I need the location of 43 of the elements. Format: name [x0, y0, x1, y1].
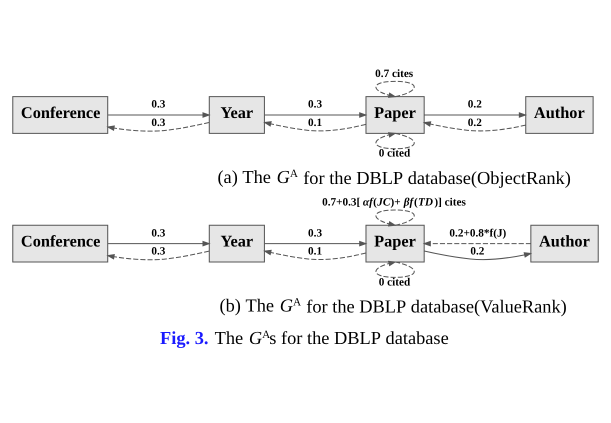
edge-label: 0.7 cites: [375, 68, 414, 80]
arrow: [108, 240, 211, 246]
edge-label: 0.2: [468, 116, 482, 129]
node-box: Paper: [365, 96, 425, 134]
node-box: Paper: [365, 224, 425, 262]
arrow: [424, 250, 532, 260]
edge-label: 0.3: [151, 98, 166, 110]
arrow: [376, 132, 415, 149]
node-box: Year: [208, 224, 265, 262]
arrow: [106, 250, 210, 260]
label: (a) The G$^{A}$ for the DBLP database(ObjectRank): [217, 166, 571, 188]
edge-label: 0.3: [151, 116, 166, 129]
arrow: [424, 112, 528, 118]
edge-label: 0.1: [308, 116, 322, 129]
arrow: [264, 240, 368, 246]
edge-label: 0.2+0.8*f(J): [449, 226, 506, 239]
edge-label: 0.1: [308, 245, 322, 258]
arrow: [263, 249, 366, 260]
edge-label: 0.2: [468, 98, 482, 110]
edge-label: 0 cited: [378, 276, 410, 288]
caption: Fig. 3. The G$^{A}$s for the DBLP database: [160, 328, 449, 348]
edge-label: 0.7+0.3[ αf(JC)+ βf(TD)] cites: [322, 196, 466, 208]
arrow: [263, 120, 366, 131]
arrow: [376, 80, 415, 98]
arrow: [422, 240, 531, 246]
edge-label: 0 cited: [378, 147, 410, 160]
arrow: [376, 260, 415, 278]
arrow: [376, 208, 415, 226]
edge-label: 0.3: [151, 226, 166, 239]
arrow: [422, 120, 526, 131]
edge-label: 0.3: [308, 226, 322, 239]
label: (b) The G$^{A}$ for the DBLP database(ValueRank): [219, 294, 567, 316]
node-box: Year: [208, 96, 265, 134]
arrow: [106, 121, 210, 132]
node-box: Conference: [12, 96, 108, 134]
node-box: Author: [530, 224, 599, 262]
arrow: [264, 112, 368, 118]
edge-label: 0.3: [308, 98, 322, 110]
arrow: [108, 112, 211, 118]
edge-label: 0.2: [470, 245, 484, 258]
node-box: Author: [525, 96, 594, 134]
edge-label: 0.3: [151, 245, 166, 258]
node-box: Conference: [12, 224, 108, 262]
